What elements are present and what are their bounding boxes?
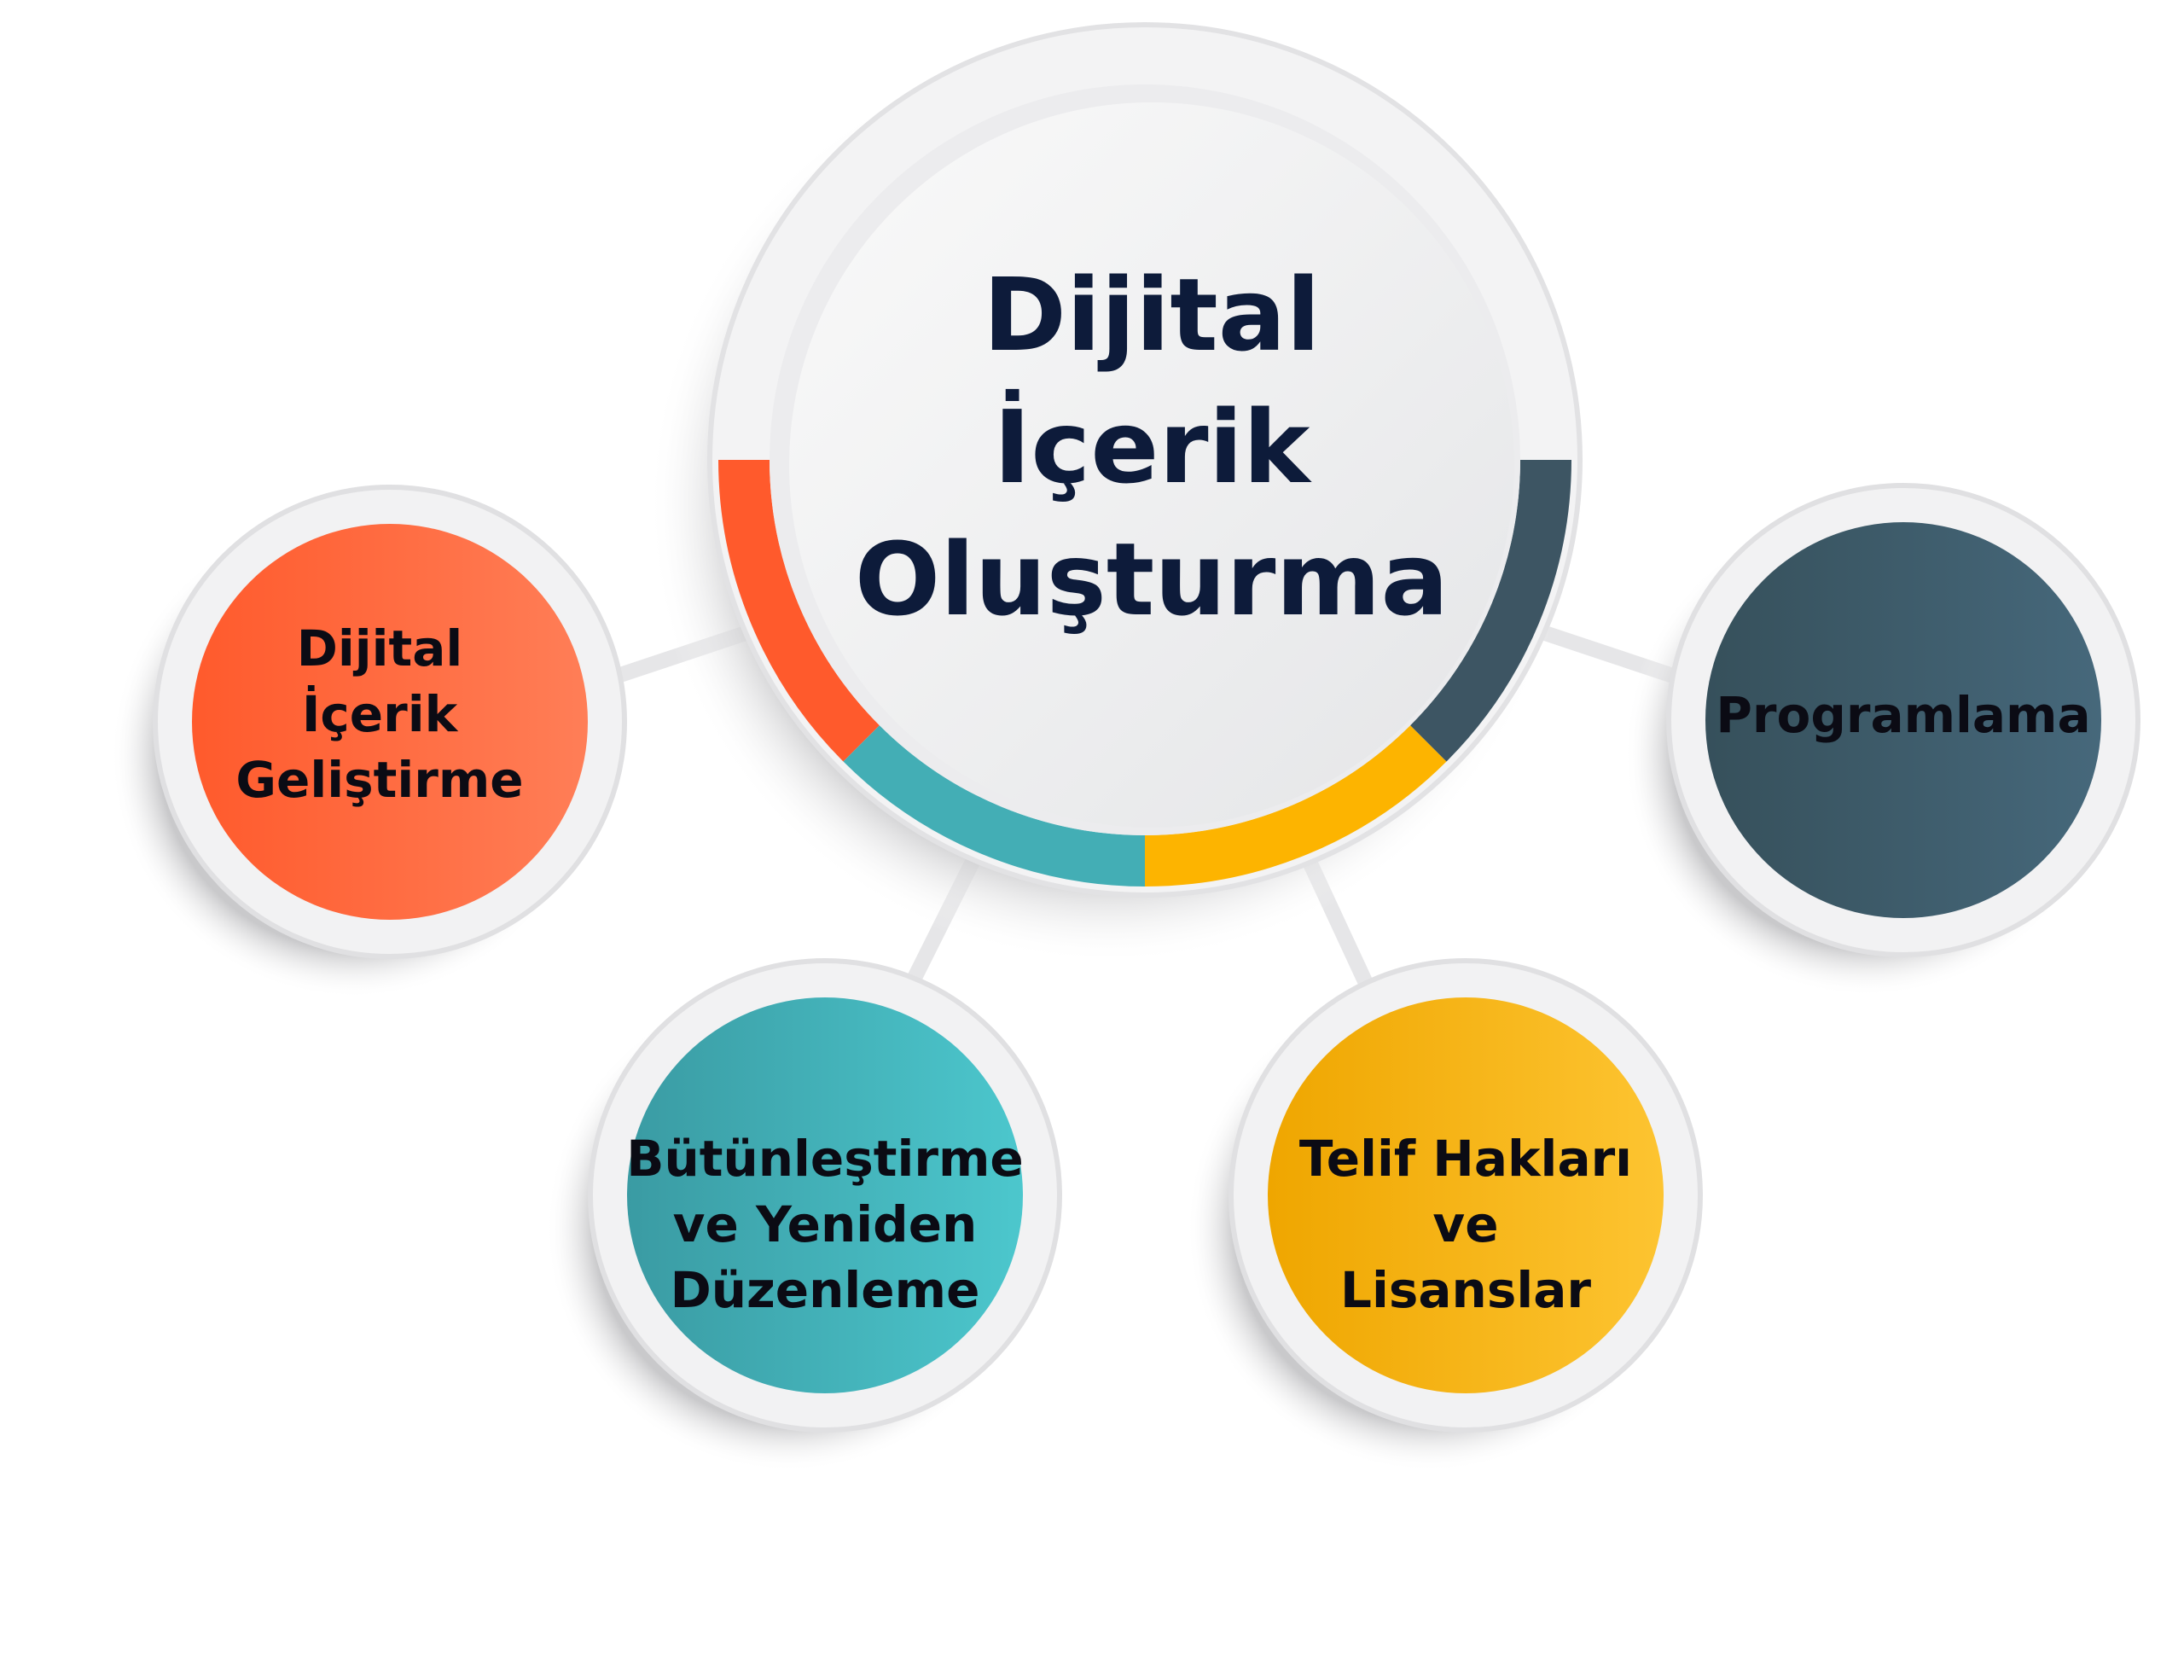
node-label-line: Geliştirme <box>235 751 523 809</box>
node-telif: Telif Hakları ve Lisanslar <box>1187 958 1703 1472</box>
node-label-line: Bütünleştirme <box>626 1130 1024 1188</box>
central-title-line1: Dijital <box>983 256 1321 374</box>
arc-teal <box>843 724 1146 887</box>
node-label-line: Programlama <box>1716 686 2090 744</box>
node-label-line: ve <box>1432 1195 1498 1253</box>
node-gelistirme: Dijital İçerik Geliştirme <box>111 485 627 998</box>
node-label-line: İçerik <box>302 684 459 743</box>
node-programlama: Programlama <box>1624 483 2140 997</box>
node-label-line: Lisanslar <box>1340 1261 1591 1319</box>
node-label-line: Düzenleme <box>671 1261 980 1319</box>
node-label-line: Dijital <box>297 619 463 677</box>
arc-dark <box>1409 459 1571 762</box>
central-title-line3: Oluşturma <box>855 520 1449 638</box>
central-node: Dijital İçerik Oluşturma <box>648 22 1583 964</box>
arc-orange <box>718 459 880 762</box>
node-label-line: Telif Hakları <box>1299 1130 1632 1188</box>
node-butunlestirme: Bütünleştirme ve Yeniden Düzenleme <box>546 958 1062 1472</box>
arc-yellow <box>1144 724 1447 887</box>
central-title-line2: İçerik <box>994 388 1313 506</box>
node-label-line: ve Yeniden <box>673 1195 978 1253</box>
